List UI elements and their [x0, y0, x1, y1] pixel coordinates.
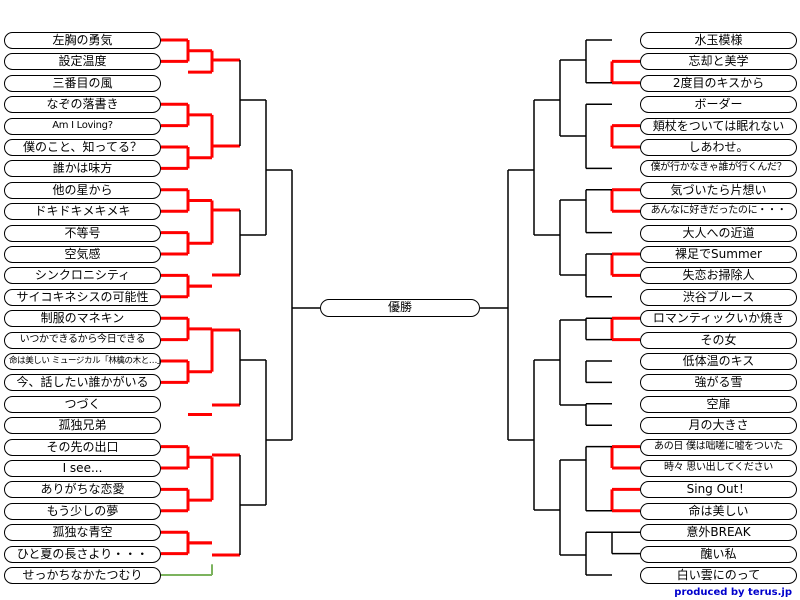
right-entry: 空扉 — [640, 395, 797, 413]
right-entry: 時々 思い出してください — [640, 460, 797, 477]
right-entry: その女 — [640, 331, 797, 349]
left-entry: 制服のマネキン — [4, 310, 161, 328]
right-entry: あの日 僕は咄嗟に嘘をついた — [640, 438, 797, 456]
right-entry: 意外BREAK — [640, 524, 797, 542]
left-entry: 左胸の勇気 — [4, 32, 161, 49]
right-entry: 僕が行かなきゃ誰が行くんだ？ — [640, 160, 797, 178]
left-entry: ひと夏の長さより・・・ — [4, 545, 161, 563]
left-entry: 誰かは味方 — [4, 160, 161, 178]
right-entry: 失恋お掃除人 — [640, 267, 797, 285]
right-entry: 命は美しい — [640, 502, 797, 520]
right-entry: 渋谷ブルース — [640, 288, 797, 306]
left-entry: せっかちなかたつむり — [4, 567, 161, 584]
right-entry: 月の大きさ — [640, 417, 797, 435]
left-entry: 空気感 — [4, 246, 161, 263]
right-entry: 白い雲にのって — [640, 567, 797, 584]
left-entry: サイコキネシスの可能性 — [4, 288, 161, 306]
right-entry: 水玉模様 — [640, 32, 797, 49]
right-entry: 裸足でSummer — [640, 246, 797, 263]
left-entry: つづく — [4, 395, 161, 413]
right-entry: 気づいたら片想い — [640, 181, 797, 199]
right-entry: しあわせ。 — [640, 139, 797, 156]
left-entry: シンクロニシティ — [4, 267, 161, 285]
right-entry: 低体温のキス — [640, 353, 797, 370]
left-entry: 僕のこと、知ってる？ — [4, 139, 161, 156]
right-entry: 頬杖をついては眠れない — [640, 117, 797, 135]
left-entry: I see... — [4, 460, 161, 477]
left-entry: なぞの落書き — [4, 96, 161, 114]
left-entry: 他の星から — [4, 181, 161, 199]
left-entry: ありがちな恋愛 — [4, 481, 161, 499]
right-entry: 大人への近道 — [640, 224, 797, 242]
right-entry: あんなに好きだったのに・・・ — [640, 203, 797, 221]
left-entry: もう少しの夢 — [4, 502, 161, 520]
left-entry: 今、話したい誰かがいる — [4, 374, 161, 392]
left-entry: その先の出口 — [4, 438, 161, 456]
left-entry: 三番目の風 — [4, 74, 161, 92]
right-entry: 強がる雪 — [640, 374, 797, 392]
left-entry: ドキドキメキメキ — [4, 203, 161, 221]
left-entry: いつかできるから今日できる — [4, 331, 161, 349]
right-entry: 2度目のキスから — [640, 74, 797, 92]
left-entry: 孤独な青空 — [4, 524, 161, 542]
left-entry: 命は美しい ミュージカル「林檎の木と…」 — [4, 353, 161, 370]
right-entry: Sing Out！ — [640, 481, 797, 499]
champion-box: 優勝 — [320, 299, 480, 317]
right-entry: ロマンティックいか焼き — [640, 310, 797, 328]
left-entry: 不等号 — [4, 224, 161, 242]
right-entry: 忘却と美学 — [640, 53, 797, 71]
left-entry: 設定温度 — [4, 53, 161, 71]
right-entry: 醜い私 — [640, 545, 797, 563]
right-entry: ボーダー — [640, 96, 797, 114]
credit-text: produced by terus.jp — [674, 587, 792, 598]
left-entry: 孤独兄弟 — [4, 417, 161, 435]
left-entry: Am I Loving? — [4, 117, 161, 135]
